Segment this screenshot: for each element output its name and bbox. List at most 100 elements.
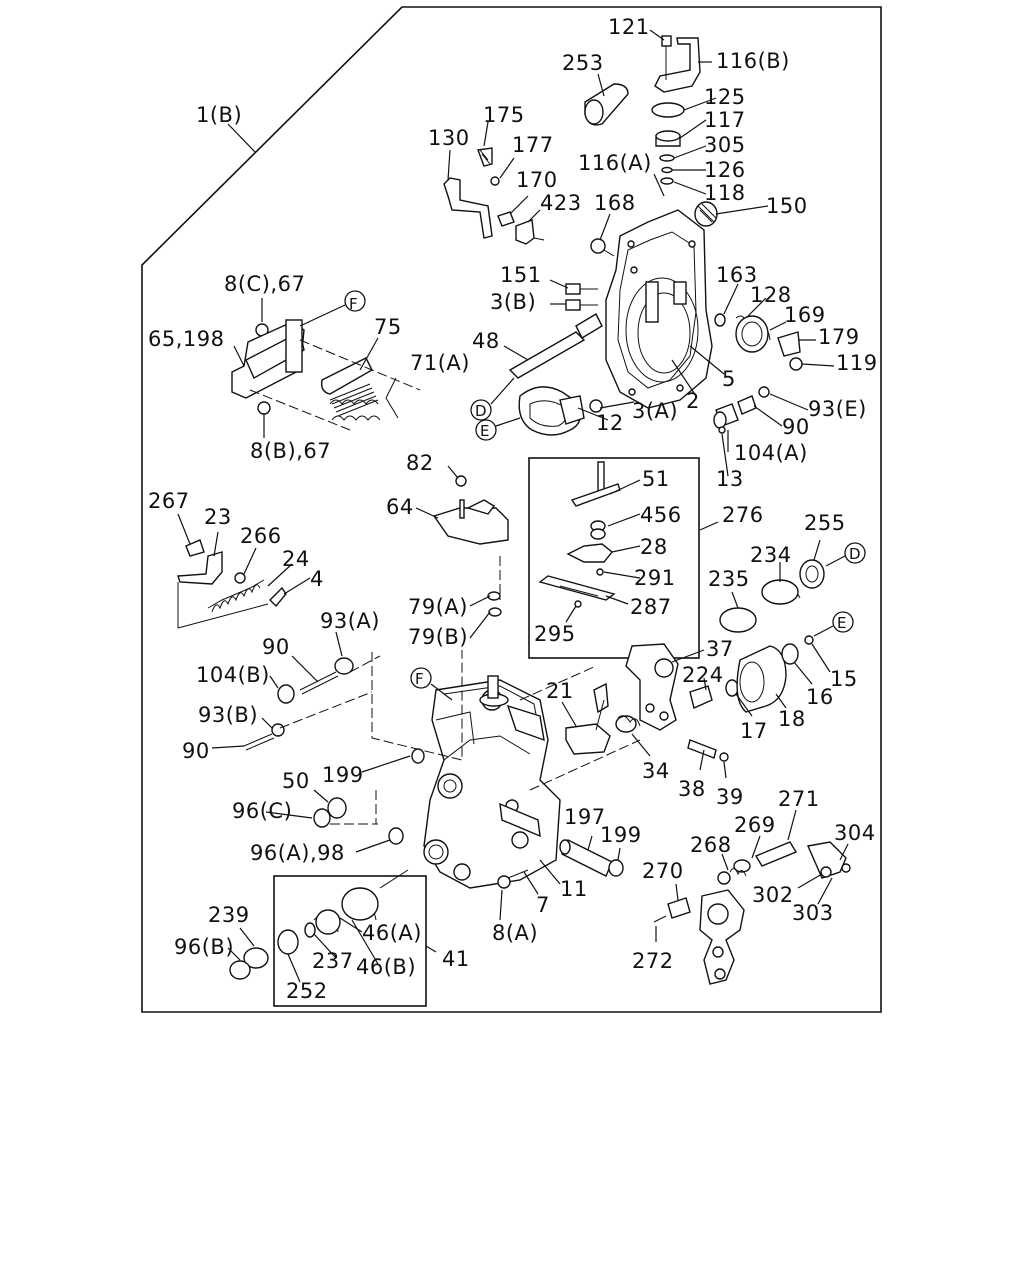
part-label-23: 23 (204, 505, 232, 529)
part-label-48: 48 (472, 329, 500, 353)
part-label-5: 5 (722, 367, 736, 391)
part-label-119: 119 (836, 351, 878, 375)
part-label-96b: 96(B) (174, 935, 234, 959)
bottom-linkage (653, 841, 851, 985)
part-labels: 121 116(B) 253 125 117 305 126 118 116(A… (148, 15, 878, 1003)
callout-f-mid: F (415, 670, 424, 688)
part-label-104b: 104(B) (196, 663, 270, 687)
part-label-71a: 71(A) (410, 351, 470, 375)
inset-parts (538, 461, 621, 608)
part-label-8c67: 8(C),67 (224, 272, 305, 296)
lever-assembly (432, 475, 509, 617)
callout-e-top: E (480, 422, 490, 440)
part-label-82: 82 (406, 451, 434, 475)
part-label-234: 234 (750, 543, 792, 567)
callout-d-top: D (475, 402, 487, 420)
part-label-24: 24 (282, 547, 310, 571)
part-label-18: 18 (778, 707, 806, 731)
part-label-252: 252 (286, 979, 328, 1003)
part-label-197: 197 (564, 805, 606, 829)
part-label-50: 50 (282, 769, 310, 793)
part-label-93a: 93(A) (320, 609, 380, 633)
pin-assembly (497, 839, 624, 889)
part-label-7: 7 (536, 893, 550, 917)
part-label-3a: 3(A) (632, 399, 678, 423)
part-label-93e: 93(E) (808, 397, 867, 421)
part-label-291: 291 (634, 566, 676, 590)
part-label-304: 304 (834, 821, 876, 845)
part-label-93b: 93(B) (198, 703, 258, 727)
adjusting-screw-parts (243, 655, 381, 751)
part-label-235: 235 (708, 567, 750, 591)
part-label-116b: 116(B) (716, 49, 790, 73)
part-label-305: 305 (704, 133, 746, 157)
part-label-17: 17 (740, 719, 768, 743)
part-label-237: 237 (312, 949, 354, 973)
part-label-253: 253 (562, 51, 604, 75)
part-label-65198: 65,198 (148, 327, 224, 351)
part-label-169: 169 (784, 303, 826, 327)
part-label-255: 255 (804, 511, 846, 535)
part-label-170: 170 (516, 168, 558, 192)
inset-box-41 (273, 875, 427, 1007)
part-label-46a: 46(A) (362, 921, 422, 945)
part-label-8b67: 8(B),67 (250, 439, 331, 463)
part-label-51: 51 (642, 467, 670, 491)
part-label-117: 117 (704, 108, 746, 132)
part-label-287: 287 (630, 595, 672, 619)
part-label-272: 272 (632, 949, 674, 973)
part-label-239: 239 (208, 903, 250, 927)
part-label-64: 64 (386, 495, 414, 519)
part-label-96a98: 96(A),98 (250, 841, 345, 865)
part-label-11: 11 (560, 877, 588, 901)
part-label-125: 125 (704, 85, 746, 109)
part-label-90-mid: 90 (262, 635, 290, 659)
callout-f-top: F (349, 295, 358, 313)
link-rod-assembly (177, 539, 287, 629)
part-label-79b: 79(B) (408, 625, 468, 649)
part-label-75: 75 (374, 315, 402, 339)
part-label-34: 34 (642, 759, 670, 783)
part-label-269: 269 (734, 813, 776, 837)
part-label-90-top: 90 (782, 415, 810, 439)
part-label-28: 28 (640, 535, 668, 559)
part-label-276: 276 (722, 503, 764, 527)
part-label-268: 268 (690, 833, 732, 857)
callout-d-right: D (849, 545, 861, 563)
actuator-assembly (565, 559, 825, 762)
part-label-224: 224 (682, 663, 724, 687)
part-label-199-left: 199 (322, 763, 364, 787)
part-label-13: 13 (716, 467, 744, 491)
part-label-130: 130 (428, 126, 470, 150)
part-label-116a: 116(A) (578, 151, 652, 175)
part-label-128: 128 (750, 283, 792, 307)
part-label-2: 2 (686, 389, 700, 413)
part-label-46b: 46(B) (356, 955, 416, 979)
diagram-border (141, 6, 882, 1013)
assembly-leader (227, 123, 256, 153)
governor-cover-assembly (443, 35, 803, 436)
part-label-303: 303 (792, 901, 834, 925)
part-label-96c: 96(C) (232, 799, 292, 823)
part-label-151: 151 (500, 263, 542, 287)
callout-e-right: E (837, 614, 847, 632)
inset-box-276 (528, 457, 700, 659)
part-label-423: 423 (540, 191, 582, 215)
reference-callouts: F D E D E F (299, 290, 866, 701)
part-label-104a: 104(A) (734, 441, 808, 465)
part-label-15: 15 (830, 667, 858, 691)
part-label-168: 168 (594, 191, 636, 215)
part-label-270: 270 (642, 859, 684, 883)
part-label-267: 267 (148, 489, 190, 513)
part-label-90-low: 90 (182, 739, 210, 763)
part-label-179: 179 (818, 325, 860, 349)
part-label-177: 177 (512, 133, 554, 157)
spring-set-parts (229, 869, 409, 980)
part-label-8a: 8(A) (492, 921, 538, 945)
part-label-41: 41 (442, 947, 470, 971)
part-label-16: 16 (806, 685, 834, 709)
part-label-118: 118 (704, 181, 746, 205)
part-label-3b: 3(B) (490, 290, 536, 314)
part-label-175: 175 (483, 103, 525, 127)
